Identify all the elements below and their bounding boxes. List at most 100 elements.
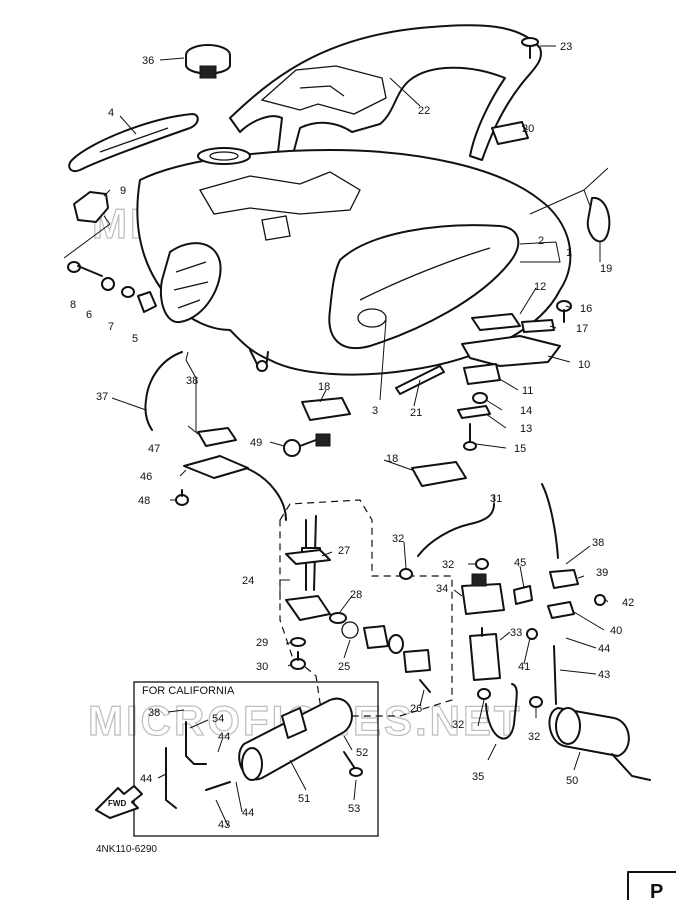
part-52-bracket <box>281 707 307 739</box>
callout-43a: 43 <box>598 669 610 681</box>
callout-10: 10 <box>578 359 590 371</box>
part-24-fuel-cock <box>285 515 331 621</box>
callout-19: 19 <box>600 263 612 275</box>
callout-47: 47 <box>148 443 160 455</box>
california-box <box>133 681 379 837</box>
page-corner: P <box>627 871 676 900</box>
part-36-fuel-cap <box>185 44 231 79</box>
callout-6: 6 <box>86 309 92 321</box>
part-41-screw <box>526 628 538 640</box>
callout-50: 50 <box>566 775 578 787</box>
california-label: FOR CALIFORNIA <box>142 685 235 697</box>
callout-8: 8 <box>70 299 76 311</box>
callout-36: 36 <box>142 55 154 67</box>
part-4-emblem <box>68 113 199 172</box>
part-42-nut <box>594 594 606 606</box>
callout-3: 3 <box>372 405 378 417</box>
part-18-pad-upper <box>301 397 351 421</box>
part-6-washer <box>101 277 115 291</box>
part-33-fuel-filter-element <box>469 627 501 681</box>
callout-labels: 1 2 3 4 5 6 7 8 9 10 11 12 13 14 15 16 1… <box>70 41 634 831</box>
part-34-fuel-filter <box>461 573 505 615</box>
callout-48: 48 <box>138 495 150 507</box>
callout-32b: 32 <box>442 559 454 571</box>
part-39-fuel-pump-relay <box>549 569 579 589</box>
fwd-arrow: FWD <box>95 785 143 819</box>
part-43-hose-cal <box>165 747 177 809</box>
callout-42: 42 <box>622 597 634 609</box>
callout-53: 53 <box>348 803 360 815</box>
part-27-gasket <box>285 549 331 565</box>
part-32-clamp-a <box>399 568 413 580</box>
part-40-bracket <box>547 601 575 619</box>
callout-2: 2 <box>538 235 544 247</box>
part-32-clamp-d <box>529 696 543 708</box>
part-18-pad-lower <box>411 461 467 487</box>
callout-14: 14 <box>520 405 532 417</box>
fwd-label: FWD <box>108 799 126 808</box>
part-32-clamp-b <box>475 558 489 570</box>
part-12-bracket <box>471 313 521 331</box>
part-19-side-cover <box>586 196 611 243</box>
callout-38a: 38 <box>186 375 198 387</box>
part-51-canister <box>238 697 353 781</box>
callout-26: 26 <box>410 703 422 715</box>
sender-wire <box>245 467 287 521</box>
part-7-collar <box>121 286 135 298</box>
callout-44b: 44 <box>218 731 230 743</box>
callout-44a: 44 <box>598 643 610 655</box>
callout-29: 29 <box>256 637 268 649</box>
callout-7: 7 <box>108 321 114 333</box>
callout-5: 5 <box>132 333 138 345</box>
part-47-gasket <box>197 427 237 447</box>
part-35-hose <box>485 683 518 740</box>
callout-41: 41 <box>518 661 530 673</box>
part-32-clamp-c <box>477 688 491 700</box>
part-8-bolt <box>67 261 103 277</box>
callout-46: 46 <box>140 471 152 483</box>
callout-39: 39 <box>596 567 608 579</box>
callout-28: 28 <box>350 589 362 601</box>
callout-35: 35 <box>472 771 484 783</box>
callout-38c: 38 <box>148 707 160 719</box>
callout-4: 4 <box>108 107 114 119</box>
part-15-bolt <box>463 423 477 451</box>
callout-37: 37 <box>96 391 108 403</box>
part-50-fuel-pump <box>548 707 651 781</box>
callout-22: 22 <box>418 105 430 117</box>
callout-13: 13 <box>520 423 532 435</box>
leader-lines <box>63 45 609 827</box>
part-31-hose-right <box>541 483 559 559</box>
callout-33: 33 <box>510 627 522 639</box>
callout-30: 30 <box>256 661 268 673</box>
callout-15: 15 <box>514 443 526 455</box>
part-28-screw <box>329 612 347 624</box>
part-43-hose-cal-b <box>205 781 231 791</box>
callout-12: 12 <box>534 281 546 293</box>
part-13-washer <box>457 405 491 419</box>
callout-17: 17 <box>576 323 588 335</box>
callout-1: 1 <box>566 247 572 259</box>
part-43-hose <box>553 645 557 705</box>
part-23-bolt <box>521 37 539 59</box>
callout-34: 34 <box>436 583 448 595</box>
part-48-bolt <box>175 489 189 506</box>
part-37-hose <box>144 351 183 431</box>
part-5-damper <box>137 291 157 313</box>
callout-32a: 32 <box>392 533 404 545</box>
page-corner-char: P <box>650 881 663 900</box>
fuel-tank-body <box>136 147 572 376</box>
part-25-cover <box>403 649 431 673</box>
part-16-bolt <box>556 300 572 323</box>
callout-23: 23 <box>560 41 572 53</box>
callout-31: 31 <box>490 493 502 505</box>
callout-51: 51 <box>298 793 310 805</box>
callout-49: 49 <box>250 437 262 449</box>
part-45-connector <box>513 585 533 605</box>
part-24-assembly-outline <box>279 499 453 717</box>
part-25-oring <box>341 621 359 639</box>
callout-25: 25 <box>338 661 350 673</box>
callout-20: 20 <box>522 123 534 135</box>
callout-11: 11 <box>522 385 533 397</box>
